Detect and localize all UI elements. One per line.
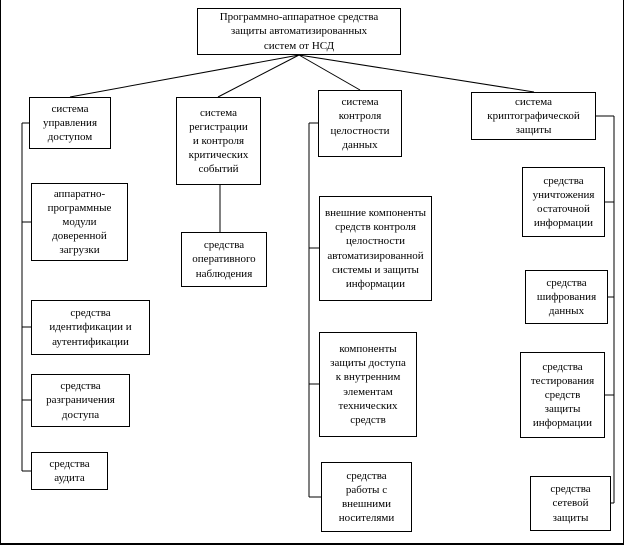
- node-data-encryption: средства шифрования данных: [525, 270, 608, 324]
- node-operational-monitoring: средства оперативного наблюдения: [181, 232, 267, 287]
- node-event-registration-system: система регистрации и контроля критическ…: [176, 97, 261, 185]
- node-internal-access-protection-components: компоненты защиты доступа к внутренним э…: [319, 332, 417, 437]
- node-identification-authentication: средства идентификации и аутентификации: [31, 300, 150, 355]
- node-data-integrity-system: система контроля целостности данных: [318, 90, 402, 157]
- node-external-media-tools: средства работы с внешними носителями: [321, 462, 412, 532]
- node-residual-info-destruction: средства уничтожения остаточной информац…: [522, 167, 605, 237]
- node-root: Программно-аппаратное средства защиты ав…: [197, 8, 401, 55]
- node-external-integrity-components: внешние компоненты средств контроля цело…: [319, 196, 432, 301]
- node-protection-testing-tools: средства тестирования средств защиты инф…: [520, 352, 605, 438]
- node-cryptographic-protection-system: система криптографической защиты: [471, 92, 596, 140]
- node-network-protection: средства сетевой защиты: [530, 476, 611, 531]
- node-access-delimitation: средства разграничения доступа: [31, 374, 130, 427]
- node-trusted-boot-modules: аппаратно- программные модули доверенной…: [31, 183, 128, 261]
- node-access-control-system: система управления доступом: [29, 97, 111, 149]
- node-audit-tools: средства аудита: [31, 452, 108, 490]
